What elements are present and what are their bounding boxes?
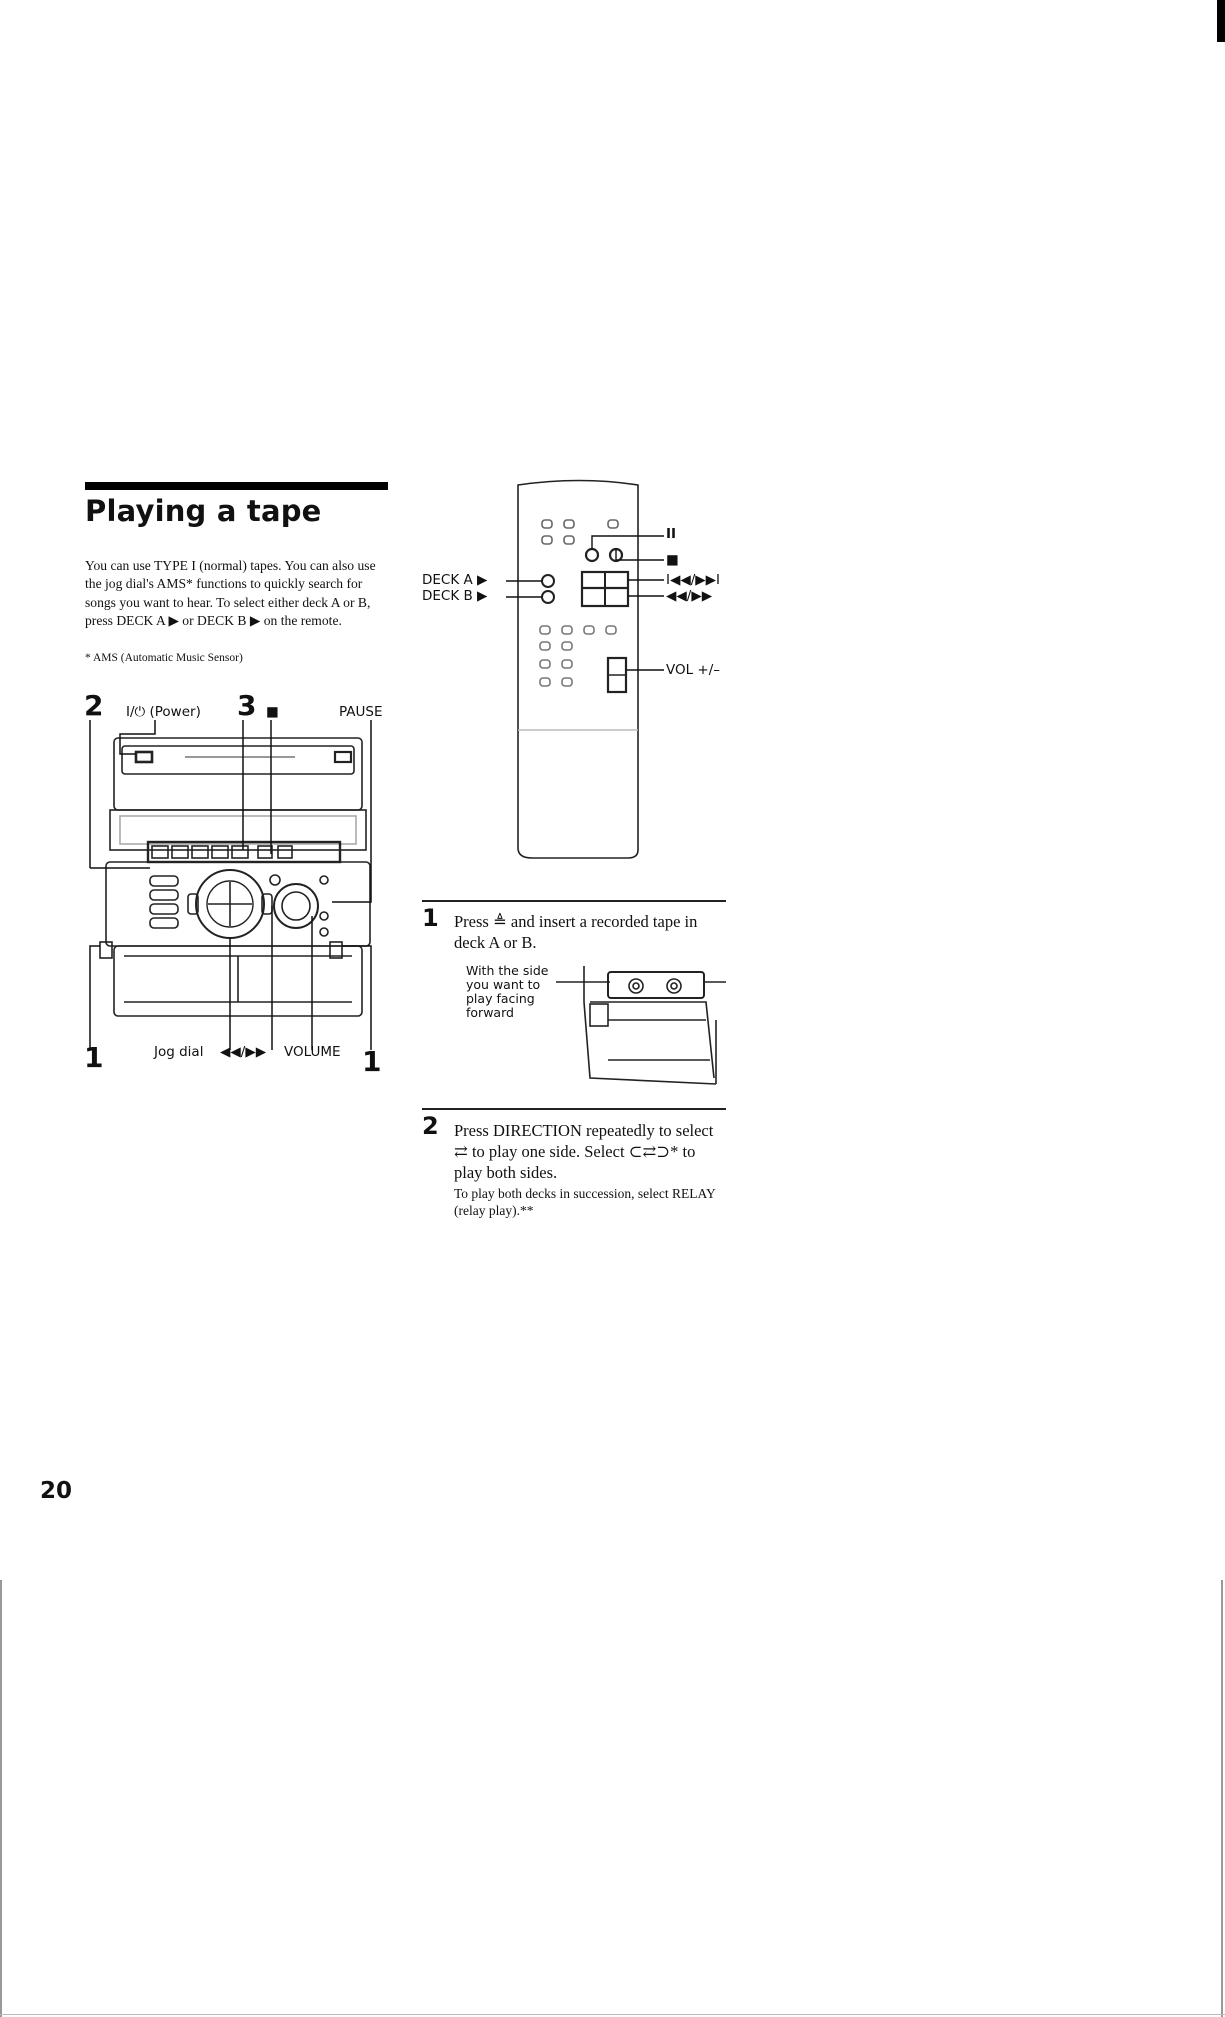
scan-edge-bottom: [0, 2014, 1225, 2015]
cassette-insert-illustration: [556, 966, 726, 1085]
step-2-note: To play both decks in succession, select…: [454, 1186, 716, 1218]
jog-dial-label: Jog dial: [154, 1044, 204, 1060]
volume-label: VOLUME: [284, 1044, 341, 1060]
edge-mark: [1217, 0, 1225, 42]
scan-edge-right: [1221, 1580, 1223, 2017]
callout-3: 3: [237, 689, 257, 722]
remote-stop-label: ■: [666, 552, 679, 568]
remote-prev-next-label: I◀◀/▶▶I: [666, 572, 721, 588]
intro-paragraph: You can use TYPE I (normal) tapes. You c…: [85, 558, 376, 629]
remote-rew-ff-label: ◀◀/▶▶: [666, 588, 713, 604]
step-1-callout: With the side you want to play facing fo…: [466, 963, 549, 1020]
step-2-text: Press DIRECTION repeatedly to select ⇄ t…: [454, 1121, 714, 1182]
step-2-rule: [422, 1108, 726, 1110]
section-title-bar: [85, 482, 388, 490]
remote-vol-label: VOL +/–: [666, 662, 721, 678]
deck-b-label: DECK B ▶: [422, 588, 488, 604]
pause-label: PAUSE: [339, 704, 383, 720]
stereo-unit-illustration: [89, 720, 372, 1050]
step-1-rule: [422, 900, 726, 902]
step-1-number: 1: [422, 904, 439, 932]
power-label: I/⏻ (Power): [126, 704, 201, 720]
remote-control-illustration: [506, 479, 664, 859]
remote-pause-label: II: [666, 526, 677, 542]
section-title: Playing a tape: [85, 494, 322, 528]
deck-a-label: DECK A ▶: [422, 572, 488, 588]
callout-1-right: 1: [362, 1045, 382, 1078]
skip-label: ◀◀/▶▶: [220, 1044, 267, 1060]
callout-1-left: 1: [84, 1041, 104, 1074]
ams-footnote: * AMS (Automatic Music Sensor): [85, 652, 243, 664]
scan-edge-left: [0, 1580, 2, 2017]
stop-label: ■: [266, 704, 279, 720]
step-2-number: 2: [422, 1112, 439, 1140]
callout-2: 2: [84, 689, 104, 722]
page-number: 20: [40, 1478, 73, 1504]
step-1-text: Press ≜ and insert a recorded tape in de…: [454, 912, 698, 952]
